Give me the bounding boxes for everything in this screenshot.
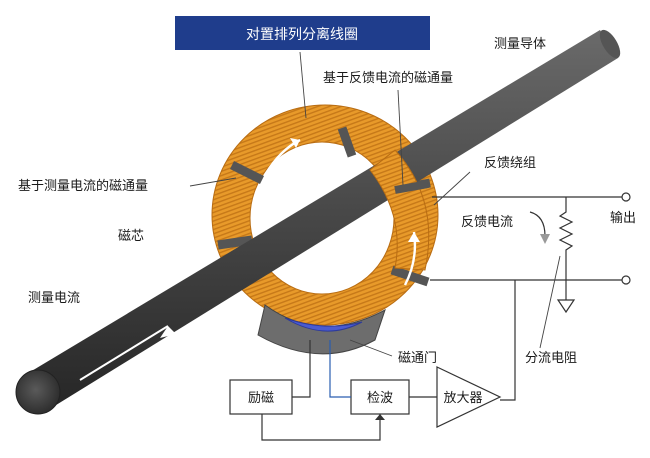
detection-label: 检波 <box>367 391 393 406</box>
gate-to-detect-wire <box>329 340 351 398</box>
flux-arrow-left-head <box>290 138 300 148</box>
shunt-resistor-symbol <box>558 197 574 280</box>
excite-ref-wire <box>261 414 381 441</box>
excitation-block <box>229 379 293 415</box>
signal-blocks: 励磁 检波 放大器 <box>229 340 502 441</box>
band-top <box>337 126 357 158</box>
label-magnetic-gate: 磁通门 <box>398 351 437 366</box>
label-shunt-resistor: 分流电阻 <box>525 351 577 366</box>
leader-title <box>299 51 307 119</box>
excitation-label: 励磁 <box>248 391 274 406</box>
title-text: 对置排列分离线圈 <box>246 26 358 43</box>
label-core: 磁芯 <box>118 229 144 244</box>
label-measured-flux: 基于测量电流的磁通量 <box>18 178 148 194</box>
title-box: 对置排列分离线圈 <box>175 16 430 50</box>
ground-symbol <box>556 299 576 314</box>
leader-lines <box>189 51 561 357</box>
conductor-rod <box>15 29 621 415</box>
excite-ref-arrow <box>375 414 385 420</box>
leader-shunt-resistor <box>539 255 561 349</box>
output-circuit <box>430 192 631 401</box>
leader-magnetic-gate <box>349 339 393 357</box>
current-arrow-line <box>79 325 169 381</box>
feedback-current-arrow <box>529 211 546 237</box>
rod-tip <box>599 29 621 59</box>
rod-body <box>30 30 618 410</box>
output-terminal-top <box>621 192 631 202</box>
label-feedback-winding: 反馈绕组 <box>484 156 536 171</box>
output-terminal-bottom <box>621 275 631 285</box>
leader-feedback-flux <box>397 89 404 186</box>
rod-end <box>15 369 61 415</box>
band-left-upper <box>229 160 265 185</box>
leader-feedback-winding <box>433 171 471 206</box>
labels: 测量导体 基于反馈电流的磁通量 基于测量电流的磁通量 反馈绕组 反馈电流 输出 … <box>18 37 636 366</box>
label-measured-current: 测量电流 <box>28 291 80 306</box>
amplifier-label: 放大器 <box>443 391 482 406</box>
band-front <box>394 180 429 194</box>
band-left-lower <box>217 235 253 250</box>
flux-arrows <box>263 138 420 286</box>
title-background <box>175 16 430 50</box>
flux-arrow-right-head <box>408 232 420 242</box>
label-feedback-current: 反馈电流 <box>461 215 513 230</box>
amp-output-wire <box>500 280 516 401</box>
feedback-current-arrow-head <box>540 234 550 244</box>
current-arrow-head <box>160 326 176 338</box>
leader-measured-flux <box>189 177 237 187</box>
label-output: 输出 <box>610 210 636 226</box>
magnetic-gate-shape <box>284 317 363 332</box>
excite-to-gate-wire <box>292 340 311 398</box>
label-conductor: 测量导体 <box>494 37 546 52</box>
label-feedback-flux: 基于反馈电流的磁通量 <box>323 70 453 86</box>
